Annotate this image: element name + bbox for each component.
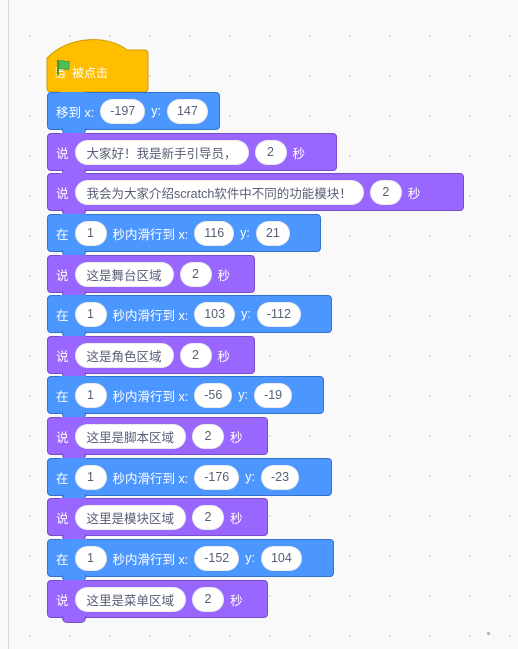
block-label: 秒 <box>217 349 231 364</box>
block-label: 秒 <box>407 186 421 201</box>
message-input[interactable]: 这里是模块区域 <box>74 504 187 530</box>
block-label: 说 <box>56 146 69 161</box>
hat-block-shape <box>46 39 149 97</box>
hat-label-clicked: 被点击 <box>72 65 109 80</box>
number-input[interactable]: 1 <box>74 545 107 571</box>
number-input[interactable]: 1 <box>74 220 107 246</box>
block-label: 秒 <box>230 593 243 608</box>
block-label: y: <box>241 307 251 321</box>
block-label: y: <box>245 470 255 484</box>
block-label: 说 <box>56 349 69 364</box>
block-label: 秒 <box>230 511 243 526</box>
number-input[interactable]: 103 <box>194 301 236 327</box>
number-input[interactable]: -56 <box>194 382 233 408</box>
block-label: 秒 <box>217 268 231 283</box>
number-input[interactable]: 147 <box>166 98 208 124</box>
number-input[interactable]: 2 <box>179 342 212 368</box>
number-input[interactable]: -23 <box>260 464 300 490</box>
block-label: 说 <box>56 268 69 283</box>
block-label: 在 <box>56 552 69 567</box>
number-input[interactable]: 116 <box>194 220 235 246</box>
block-label: 说 <box>56 511 69 526</box>
message-input[interactable]: 这是舞台区域 <box>74 261 174 287</box>
number-input[interactable]: 2 <box>192 586 225 612</box>
number-input[interactable]: 21 <box>255 220 290 246</box>
number-input[interactable]: 2 <box>369 179 402 205</box>
block-label: 在 <box>56 227 69 242</box>
message-input[interactable]: 我会为大家介绍scratch软件中不同的功能模块！ <box>74 179 364 205</box>
number-input[interactable]: 2 <box>179 261 212 287</box>
number-input[interactable]: -197 <box>100 98 146 124</box>
block-label: 说 <box>56 186 69 201</box>
block-label: 秒 <box>230 430 243 445</box>
message-input[interactable]: 这里是脚本区域 <box>74 423 187 449</box>
block-label: 秒内滑行到 x: <box>112 389 189 404</box>
number-input[interactable]: -112 <box>256 301 301 327</box>
block-label: 说 <box>56 593 69 608</box>
when-flag-clicked-block[interactable]: 当 被点击 <box>46 39 149 97</box>
block-bottom-notch <box>62 616 86 623</box>
message-input[interactable]: 这里是菜单区域 <box>74 586 187 612</box>
block-label: y: <box>151 104 161 118</box>
block-label: 在 <box>56 389 69 404</box>
block-label: 秒内滑行到 x: <box>112 552 189 567</box>
number-input[interactable]: 2 <box>254 139 287 165</box>
block-label: 秒内滑行到 x: <box>112 308 189 323</box>
block-label: y: <box>245 551 255 565</box>
workspace-left-edge <box>0 0 9 649</box>
message-input[interactable]: 这是角色区域 <box>74 342 174 368</box>
number-input[interactable]: 1 <box>74 382 107 408</box>
scroll-indicator-dot <box>487 632 490 635</box>
block-label: 说 <box>56 430 69 445</box>
green-flag-icon <box>57 60 70 75</box>
number-input[interactable]: 2 <box>192 504 225 530</box>
number-input[interactable]: -19 <box>254 382 293 408</box>
number-input[interactable]: 1 <box>74 301 107 327</box>
number-input[interactable]: 2 <box>192 423 225 449</box>
number-input[interactable]: -176 <box>194 464 240 490</box>
number-input[interactable]: 1 <box>74 464 107 490</box>
block-label: 秒内滑行到 x: <box>112 227 189 242</box>
go-to-xy-block[interactable]: 移到 x: -197 y: 147 <box>47 92 220 135</box>
number-input[interactable]: 104 <box>260 545 302 571</box>
message-input[interactable]: 大家好！我是新手引导员， <box>74 139 249 165</box>
block-label: 在 <box>56 471 69 486</box>
block-label: 秒 <box>292 146 306 161</box>
block-label: y: <box>240 226 250 240</box>
block-label: 移到 x: <box>56 105 95 120</box>
block-label: 在 <box>56 308 69 323</box>
block-label: 秒内滑行到 x: <box>112 471 189 486</box>
block-label: y: <box>238 388 249 402</box>
number-input[interactable]: -152 <box>194 545 240 571</box>
